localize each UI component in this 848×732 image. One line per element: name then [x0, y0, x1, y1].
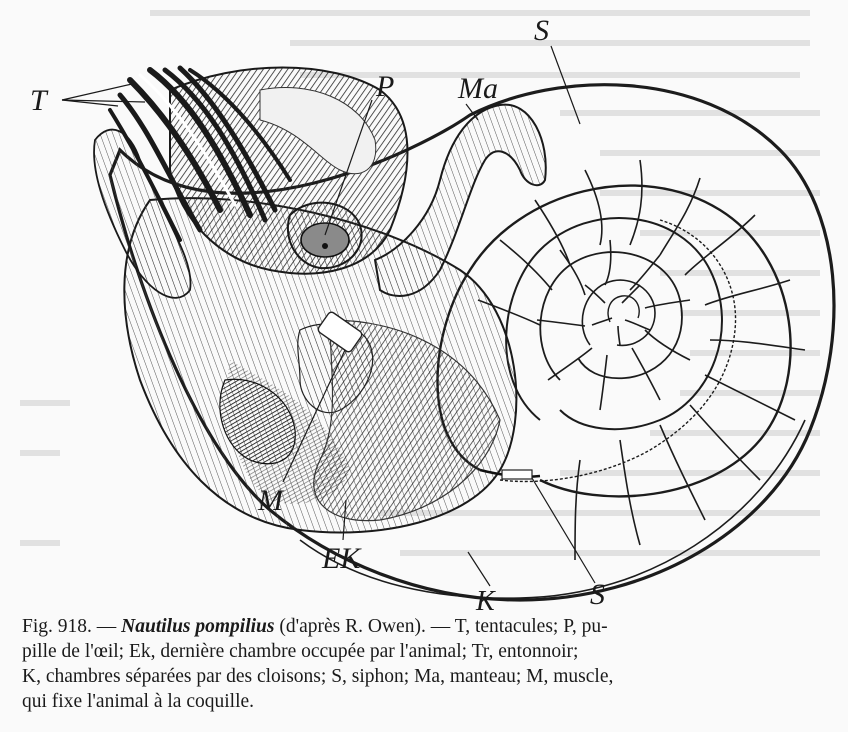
animal-body [94, 68, 546, 533]
caption-source: (d'après R. Owen). — [279, 616, 450, 637]
nautilus-engraving [0, 0, 848, 610]
caption-line-2: pille de l'œil; Ek, dernière chambre occ… [22, 641, 578, 662]
label-last-chamber: EK [322, 544, 360, 574]
figure-caption: Fig. 918. — Nautilus pompilius (d'après … [22, 614, 834, 714]
label-siphon-bottom: S [590, 580, 605, 610]
label-muscle: M [258, 486, 283, 516]
nautilus-illustration [0, 0, 848, 610]
caption-line-4: qui fixe l'animal à la coquille. [22, 691, 254, 712]
eye [288, 203, 362, 268]
label-tentacles: T [30, 86, 47, 116]
caption-line-1-rest: T, tentacules; P, pu- [455, 616, 608, 637]
caption-species: Nautilus pompilius [121, 616, 274, 637]
caption-line-3: K, chambres séparées par des cloisons; S… [22, 666, 613, 687]
label-mantle: Ma [458, 74, 498, 104]
label-chambers: K [476, 588, 495, 616]
label-siphon-top: S [534, 16, 549, 46]
label-pupil: P [376, 72, 394, 102]
caption-fig-number: Fig. 918. — [22, 616, 116, 637]
